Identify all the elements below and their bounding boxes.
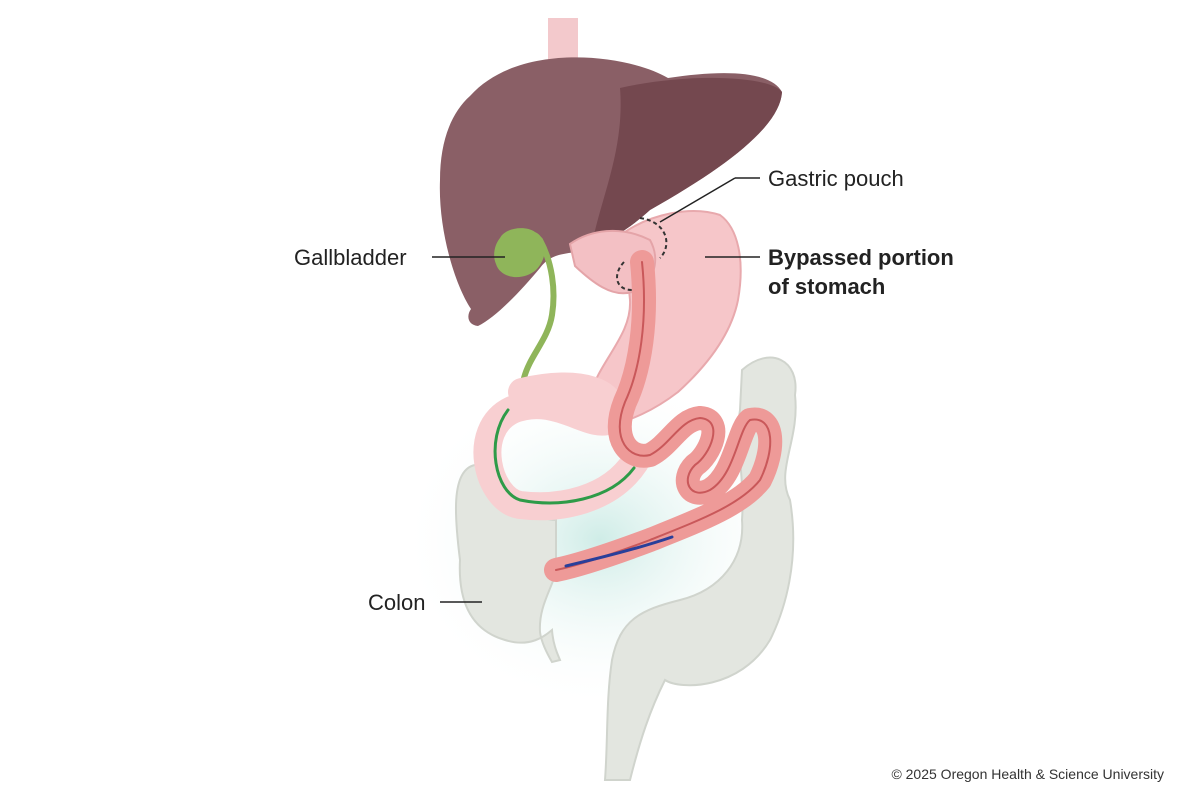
small-intestine-lumen [555, 261, 772, 571]
label-colon: Colon [368, 590, 426, 615]
staple-line-anastomosis [616, 261, 633, 291]
food-flow-arrow [564, 535, 674, 568]
label-bypassed-line1: Bypassed portion [768, 245, 954, 270]
copyright-notice: © 2025 Oregon Health & Science Universit… [891, 766, 1164, 782]
bile-flow-arrow [493, 408, 636, 505]
label-gallbladder: Gallbladder [294, 245, 407, 270]
gallbladder [494, 228, 545, 278]
label-bypassed-line2: of stomach [768, 274, 886, 299]
bile-duct [519, 237, 557, 395]
liver-shadow [592, 77, 782, 245]
label-gastric-pouch: Gastric pouch [768, 166, 904, 191]
staple-line-pouch [639, 217, 668, 259]
leader-gastric-pouch [659, 177, 736, 223]
biliopancreatic-limb [473, 372, 649, 521]
